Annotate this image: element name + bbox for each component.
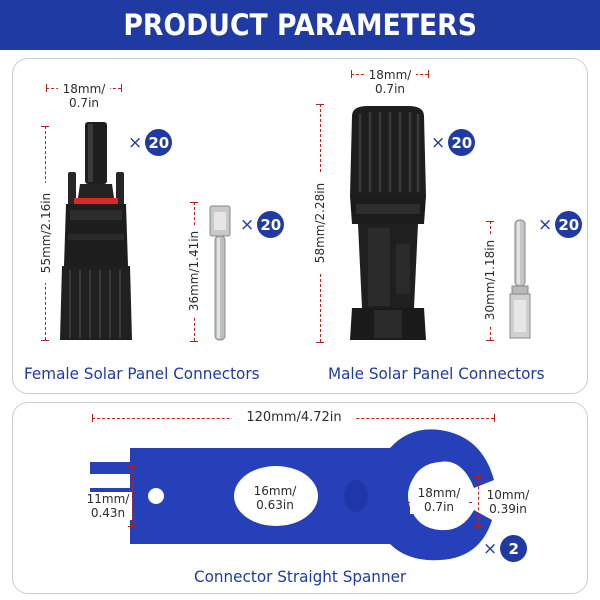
spanner-hole1-text-1: 16mm/ <box>253 484 297 498</box>
male-pin-qty: × 20 <box>538 211 583 238</box>
female-pin-qty-prefix: × <box>240 214 255 235</box>
spanner-jaw-cap-bottom <box>474 526 482 527</box>
female-pin-image <box>209 205 231 341</box>
male-qty-prefix: × <box>431 132 446 153</box>
spanner-jaw-line <box>478 476 479 526</box>
spanner-jaw-text-1: 10mm/ <box>486 488 530 502</box>
male-width-text-2: 0.7in <box>374 82 406 96</box>
spanner-hole1-text-2: 0.63in <box>256 498 294 512</box>
male-pin-height-label: 30mm/1.18in <box>483 235 497 325</box>
male-height-cap-bottom <box>316 342 324 343</box>
spanner-qty-badge: 2 <box>500 535 528 562</box>
female-height-label: 55mm/2.16in <box>39 183 53 283</box>
spanner-length-label: 120mm/4.72in <box>232 411 356 425</box>
spanner-qty-prefix: × <box>483 538 498 559</box>
female-pin-height-label: 36mm/1.41in <box>187 226 201 316</box>
spanner-caption: Connector Straight Spanner <box>194 567 407 586</box>
male-qty-badge: 20 <box>448 129 476 156</box>
male-width-cap-right <box>428 70 429 78</box>
female-qty-prefix: × <box>128 132 143 153</box>
male-height-label: 58mm/2.28in <box>313 173 327 273</box>
spanner-hole2-text-2: 0.7in <box>423 500 455 514</box>
male-pin-qty-badge: 20 <box>555 211 583 238</box>
spanner-end-cap-bottom <box>128 526 136 527</box>
female-connector-image <box>60 122 132 340</box>
female-pin-cap-bottom <box>190 341 198 342</box>
spanner-hole2-text-1: 18mm/ <box>417 486 461 500</box>
spanner-end-text-1: 11mm/ <box>86 492 130 506</box>
female-pin-qty-badge: 20 <box>257 211 285 238</box>
spanner-end-label: 11mm/ 0.43n <box>84 492 132 520</box>
spanner-qty: × 2 <box>483 535 528 562</box>
female-qty-badge: 20 <box>145 129 173 156</box>
spanner-jaw-label: 10mm/ 0.39in <box>484 488 532 516</box>
male-connector-image <box>350 106 426 340</box>
female-width-cap-right <box>121 84 122 92</box>
spanner-hole1-label: 16mm/ 0.63in <box>246 484 304 512</box>
spanner-jaw-text-2: 0.39in <box>489 502 527 516</box>
male-width-text-1: 18mm/ <box>368 68 412 82</box>
male-caption: Male Solar Panel Connectors <box>328 364 545 383</box>
spanner-end-text-2: 0.43n <box>90 506 126 520</box>
male-width-label: 18mm/ 0.7in <box>364 68 416 96</box>
male-qty: × 20 <box>431 129 476 156</box>
female-pin-qty: × 20 <box>240 211 285 238</box>
page-title: PRODUCT PARAMETERS <box>123 8 477 42</box>
female-width-text-2: 0.7in <box>68 96 100 110</box>
female-width-text-1: 18mm/ <box>62 82 106 96</box>
female-qty: × 20 <box>128 129 173 156</box>
male-pin-cap-bottom <box>486 340 494 341</box>
male-pin-image <box>509 219 531 339</box>
header-banner: PRODUCT PARAMETERS <box>0 0 600 50</box>
female-caption: Female Solar Panel Connectors <box>24 364 260 383</box>
spanner-hole2-label: 18mm/ 0.7in <box>410 486 468 514</box>
female-height-cap-bottom <box>41 340 49 341</box>
male-pin-qty-prefix: × <box>538 214 553 235</box>
spanner-end-line <box>132 466 133 526</box>
female-width-label: 18mm/ 0.7in <box>58 82 110 110</box>
spanner-length-cap-right <box>494 414 495 422</box>
